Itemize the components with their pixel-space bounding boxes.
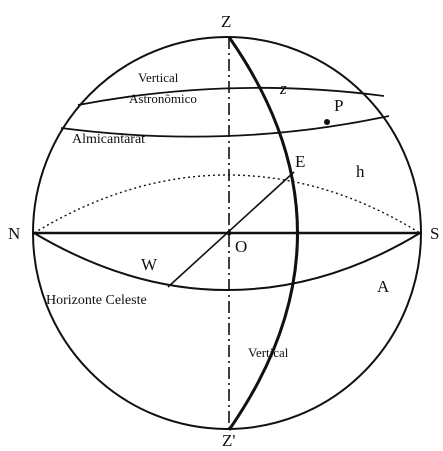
horizon-front (33, 232, 421, 292)
almicantarat-back (77, 86, 385, 106)
vertical-astronomico-label-line2: Astronômico (129, 91, 197, 106)
east-label: E (295, 152, 305, 171)
vertical-circle (227, 36, 299, 431)
nadir-label: Z' (222, 431, 235, 450)
zenith-distance-label: z (279, 79, 287, 98)
star-point (324, 119, 330, 125)
horizonte-celeste-label: Horizonte Celeste (46, 293, 147, 308)
azimuth-label: A (377, 277, 390, 296)
center-point (226, 230, 232, 236)
east-west-line (167, 171, 295, 288)
altitude-label: h (356, 162, 365, 181)
vertical-label: Vertical (248, 345, 289, 360)
celestial-sphere-outline (32, 36, 422, 430)
zenith-label: Z (221, 12, 231, 31)
south-label: S (430, 224, 439, 243)
vertical-astronomico-label-line1: Vertical (138, 70, 179, 85)
horizon-back-dotted (33, 174, 421, 234)
almicantarat-front (60, 115, 390, 138)
west-label: W (141, 255, 158, 274)
center-label: O (235, 237, 247, 256)
almicantarat-label: Almicantarat (72, 132, 145, 147)
north-label: N (8, 224, 20, 243)
star-label: P (334, 96, 343, 115)
